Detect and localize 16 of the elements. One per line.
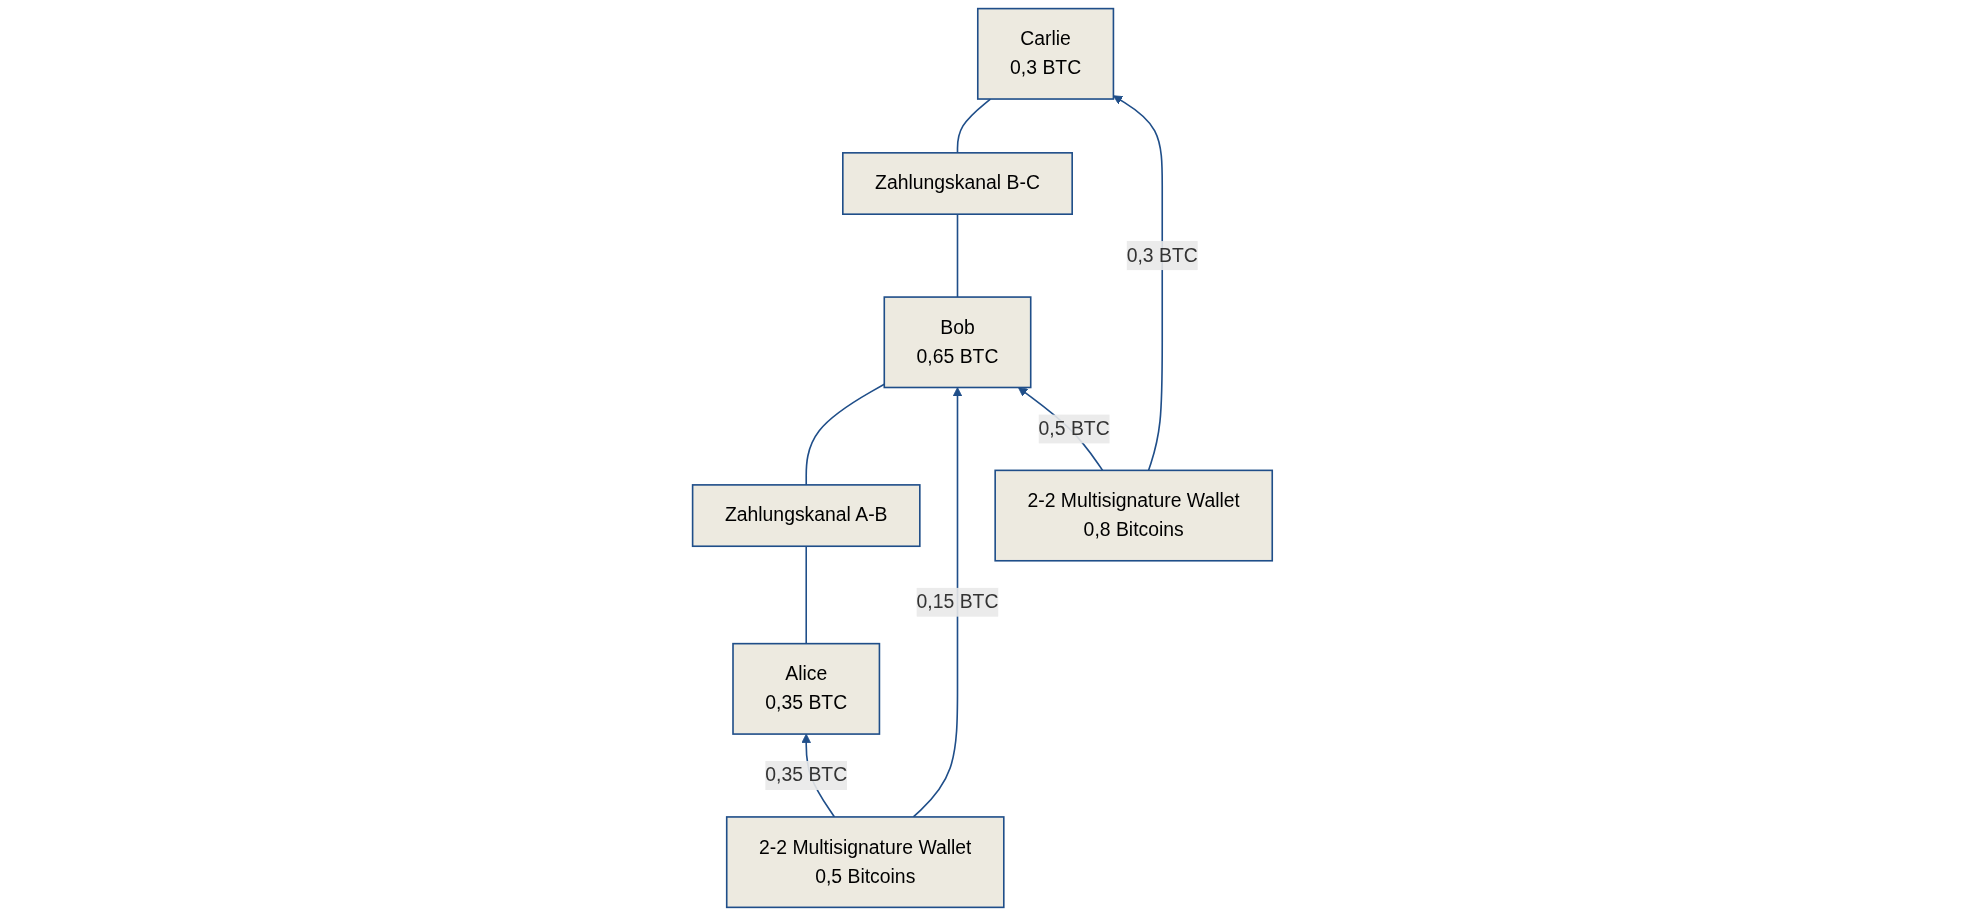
connector	[805, 545, 808, 645]
edge-label: 0,35 BTC	[765, 764, 848, 786]
edge-label: 0,3 BTC	[1126, 244, 1198, 266]
connector	[956, 213, 959, 298]
node-box: Bob 0,65 BTC	[883, 296, 1032, 389]
connector	[956, 98, 992, 154]
arrow	[1113, 95, 1164, 472]
edge-label: 0,5 BTC	[1038, 417, 1110, 440]
arrow	[912, 387, 963, 818]
node-box: 2-2 Multisignature Wallet 0,8 Bitcoins	[994, 469, 1274, 562]
node-box: Zahlungskanal B-C	[842, 152, 1074, 215]
node-box: Alice 0,35 BTC	[732, 642, 881, 735]
node-box: 2-2 Multisignature Wallet 0,5 Bitcoins	[725, 816, 1005, 909]
edge-label: 0,15 BTC	[916, 590, 999, 613]
node-box: Zahlungskanal A-B	[691, 484, 921, 548]
node-box: Carlie 0,3 BTC	[977, 7, 1115, 100]
